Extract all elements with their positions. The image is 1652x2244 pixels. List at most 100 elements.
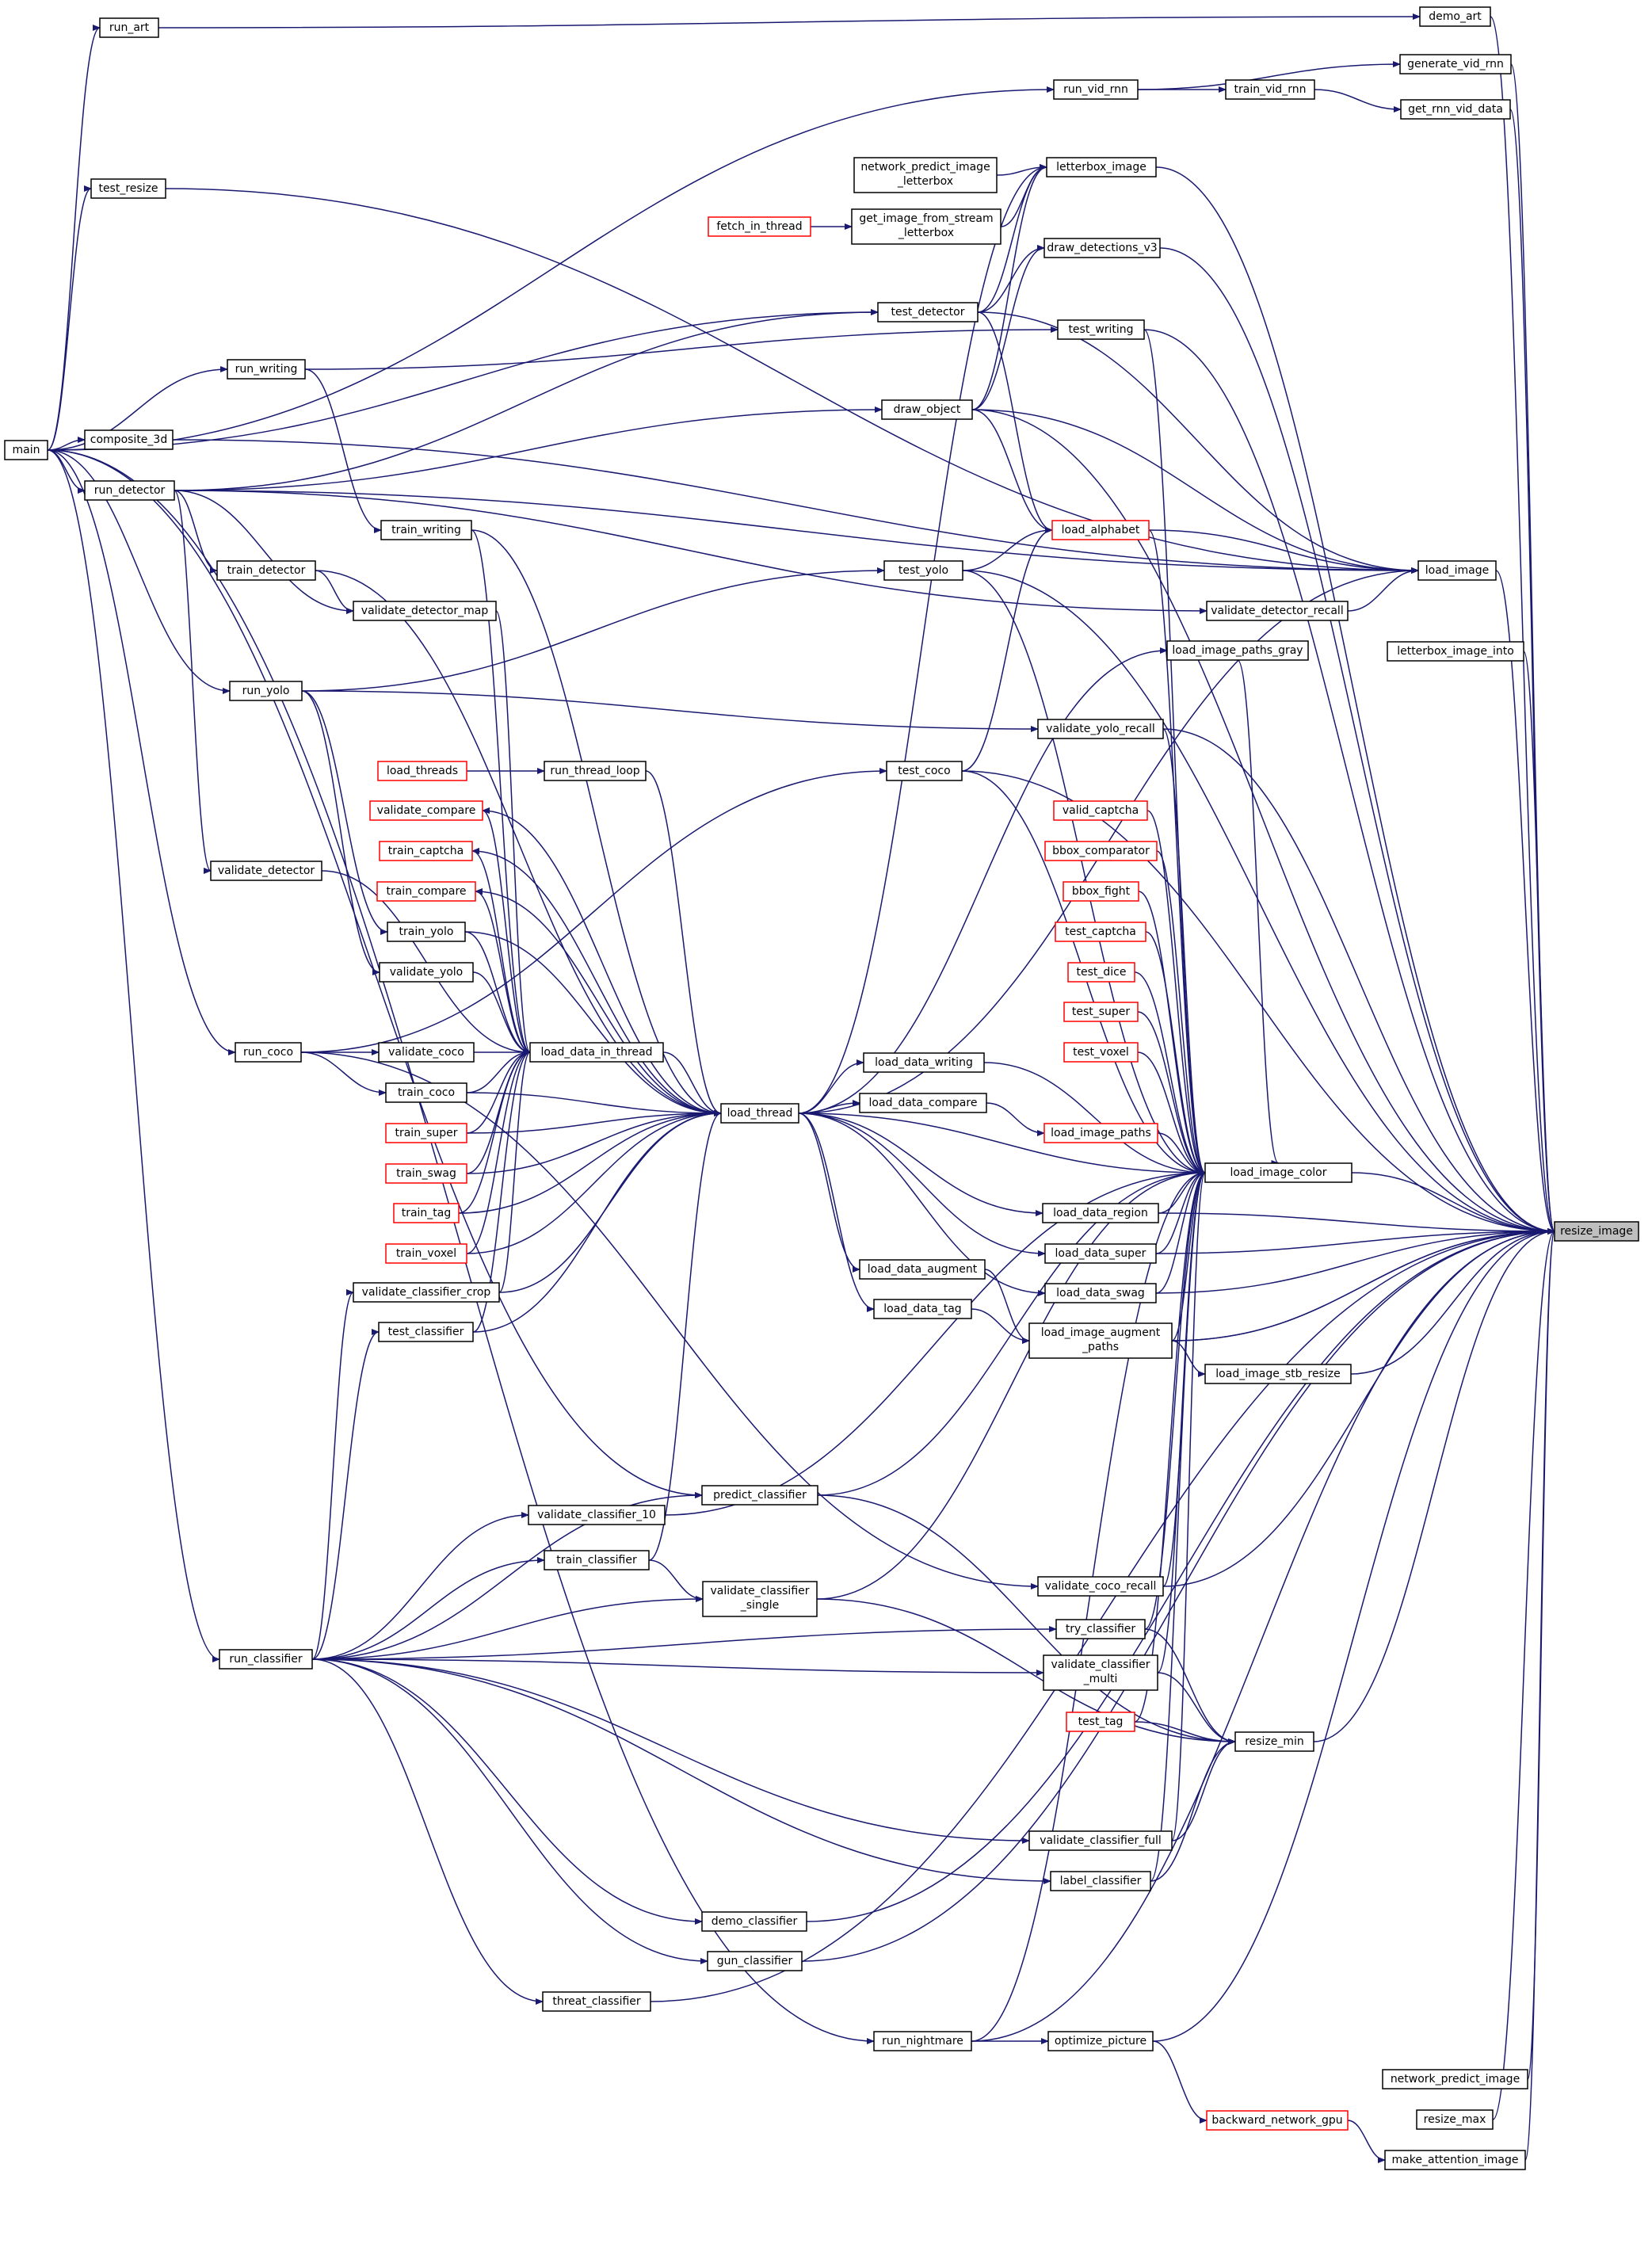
node-train-classifier[interactable]: train_classifier [544, 1550, 650, 1570]
node-predict-classifier[interactable]: predict_classifier [701, 1485, 818, 1506]
node-validate-coco-recall[interactable]: validate_coco_recall [1037, 1576, 1164, 1597]
node-test-writing[interactable]: test_writing [1057, 319, 1145, 340]
node-train-yolo[interactable]: train_yolo [387, 922, 466, 942]
node-run-coco[interactable]: run_coco [235, 1042, 302, 1063]
node-backward-network-gpu[interactable]: backward_network_gpu [1206, 2110, 1349, 2131]
node-test-resize[interactable]: test_resize [90, 178, 166, 199]
edge-main-to-run_vid_rnn [47, 86, 1055, 451]
node-test-detector[interactable]: test_detector [877, 302, 979, 322]
node-train-voxel[interactable]: train_voxel [385, 1243, 467, 1264]
node-network-predict-image[interactable]: network_predict_image [1382, 2069, 1528, 2089]
node-get-image-from-stream-letterbox[interactable]: get_image_from_stream_letterbox [851, 208, 1002, 245]
node-load-data-tag[interactable]: load_data_tag [873, 1299, 972, 1319]
node-validate-classifier-10[interactable]: validate_classifier_10 [528, 1505, 666, 1525]
node-run-nightmare[interactable]: run_nightmare [873, 2031, 972, 2051]
node-fetch-in-thread[interactable]: fetch_in_thread [708, 216, 811, 237]
node-load-image-paths[interactable]: load_image_paths [1043, 1123, 1158, 1143]
node-run-vid-rnn[interactable]: run_vid_rnn [1053, 79, 1139, 100]
node-threat-classifier[interactable]: threat_classifier [542, 1991, 651, 2012]
node-label-classifier[interactable]: label_classifier [1050, 1871, 1151, 1891]
node-run-writing[interactable]: run_writing [227, 359, 306, 380]
node-load-image[interactable]: load_image [1417, 560, 1497, 581]
node-load-data-in-thread[interactable]: load_data_in_thread [529, 1042, 664, 1063]
node-make-attention-image[interactable]: make_attention_image [1384, 2150, 1526, 2170]
node-bbox-comparator[interactable]: bbox_comparator [1044, 841, 1158, 861]
node-load-image-stb-resize[interactable]: load_image_stb_resize [1204, 1364, 1352, 1384]
node-resize-image[interactable]: resize_image [1554, 1221, 1639, 1242]
node-validate-classifier-full[interactable]: validate_classifier_full [1028, 1830, 1173, 1851]
node-letterbox-image-into[interactable]: letterbox_image_into [1387, 641, 1524, 662]
node-test-classifier[interactable]: test_classifier [378, 1322, 474, 1342]
node-test-dice[interactable]: test_dice [1067, 962, 1135, 983]
node-load-image-color[interactable]: load_image_color [1204, 1162, 1353, 1183]
node-draw-detections-v3[interactable]: draw_detections_v3 [1043, 238, 1161, 258]
node-load-thread[interactable]: load_thread [720, 1103, 799, 1124]
node-train-swag[interactable]: train_swag [385, 1163, 467, 1184]
node-validate-yolo-recall[interactable]: validate_yolo_recall [1037, 719, 1164, 739]
node-test-coco[interactable]: test_coco [886, 761, 963, 781]
node-load-data-region[interactable]: load_data_region [1042, 1203, 1159, 1223]
node-train-captcha[interactable]: train_captcha [379, 841, 473, 861]
node-train-coco[interactable]: train_coco [385, 1082, 467, 1103]
node-test-yolo[interactable]: test_yolo [883, 560, 963, 581]
node-resize-max[interactable]: resize_max [1416, 2109, 1494, 2130]
node-validate-coco[interactable]: validate_coco [378, 1042, 475, 1063]
node-box [863, 1052, 985, 1073]
node-run-yolo[interactable]: run_yolo [229, 681, 303, 701]
edge-load_image_augment_paths-to-load_image_color [1171, 1170, 1206, 1341]
node-generate-vid-rnn[interactable]: generate_vid_rnn [1399, 54, 1512, 74]
node-train-vid-rnn[interactable]: train_vid_rnn [1225, 79, 1315, 100]
node-validate-yolo[interactable]: validate_yolo [379, 962, 474, 983]
node-run-detector[interactable]: run_detector [84, 480, 175, 501]
node-load-data-super[interactable]: load_data_super [1044, 1243, 1157, 1264]
node-test-captcha[interactable]: test_captcha [1055, 922, 1146, 942]
node-letterbox-image[interactable]: letterbox_image [1046, 157, 1157, 177]
node-label: bbox_fight [1072, 885, 1131, 898]
node-try-classifier[interactable]: try_classifier [1055, 1619, 1146, 1639]
node-draw-object[interactable]: draw_object [881, 399, 973, 420]
node-main[interactable]: main [4, 440, 48, 460]
node-validate-classifier-single[interactable]: validate_classifier_single [702, 1581, 818, 1617]
node-load-data-swag[interactable]: load_data_swag [1044, 1283, 1157, 1303]
node-validate-classifier-crop[interactable]: validate_classifier_crop [353, 1282, 500, 1303]
node-train-super[interactable]: train_super [385, 1123, 467, 1143]
node-train-writing[interactable]: train_writing [380, 520, 472, 540]
node-train-detector[interactable]: train_detector [216, 560, 316, 581]
edge-load_data_writing-to-load_image_color [983, 1062, 1206, 1176]
node-run-classifier[interactable]: run_classifier [219, 1649, 313, 1670]
edge-load_thread-to-load_data_augment [798, 1112, 860, 1273]
node-composite-3d[interactable]: composite_3d [84, 429, 174, 450]
edge-load_image_color-to-resize_image [1351, 1172, 1555, 1235]
node-demo-art[interactable]: demo_art [1419, 6, 1491, 27]
node-optimize-picture[interactable]: optimize_picture [1047, 2031, 1154, 2051]
node-label: label_classifier [1060, 1875, 1142, 1887]
node-bbox-fight[interactable]: bbox_fight [1063, 881, 1139, 902]
node-load-image-paths-gray[interactable]: load_image_paths_gray [1166, 640, 1309, 661]
node-validate-detector-recall[interactable]: validate_detector_recall [1206, 601, 1349, 621]
node-run-thread-loop[interactable]: run_thread_loop [544, 761, 647, 781]
node-train-tag[interactable]: train_tag [393, 1203, 460, 1223]
node-validate-classifier-multi[interactable]: validate_classifier_multi [1043, 1654, 1158, 1691]
node-label: letterbox_image [1056, 161, 1146, 174]
node-resize-min[interactable]: resize_min [1234, 1731, 1314, 1752]
node-test-tag[interactable]: test_tag [1066, 1712, 1135, 1732]
node-label: run_yolo [242, 685, 290, 697]
node-network-predict-image-letterbox[interactable]: network_predict_image_letterbox [853, 157, 998, 193]
node-valid-captcha[interactable]: valid_captcha [1053, 800, 1148, 821]
node-load-data-compare[interactable]: load_data_compare [859, 1093, 987, 1113]
node-test-voxel[interactable]: test_voxel [1063, 1042, 1139, 1063]
node-load-image-augment-paths[interactable]: load_image_augment_paths [1028, 1322, 1173, 1359]
node-gun-classifier[interactable]: gun_classifier [707, 1951, 803, 1971]
node-train-compare[interactable]: train_compare [376, 881, 476, 902]
node-get-rnn-vid-data[interactable]: get_rnn_vid_data [1400, 99, 1511, 120]
node-run-art[interactable]: run_art [99, 17, 159, 38]
node-load-threads[interactable]: load_threads [377, 761, 467, 781]
node-test-super[interactable]: test_super [1063, 1002, 1139, 1022]
node-load-data-writing[interactable]: load_data_writing [863, 1052, 985, 1073]
node-load-data-augment[interactable]: load_data_augment [859, 1259, 986, 1280]
node-validate-compare[interactable]: validate_compare [369, 800, 483, 821]
node-validate-detector[interactable]: validate_detector [210, 861, 322, 881]
node-demo-classifier[interactable]: demo_classifier [701, 1911, 807, 1932]
node-validate-detector-map[interactable]: validate_detector_map [353, 601, 497, 621]
node-load-alphabet[interactable]: load_alphabet [1051, 520, 1150, 540]
